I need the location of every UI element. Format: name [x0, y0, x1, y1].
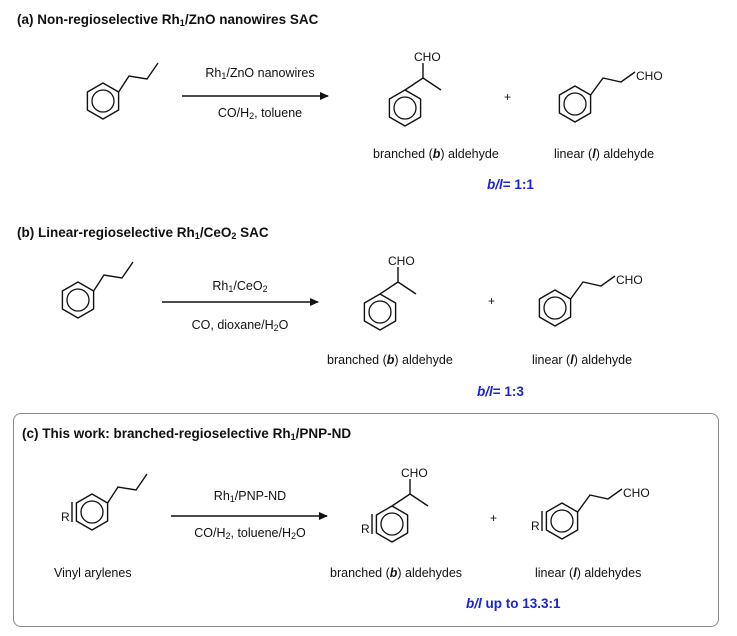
panel-a-branched-cho: CHO	[414, 50, 441, 64]
panel-a-title: (a) Non-regioselective Rh1/ZnO nanowires…	[17, 12, 319, 28]
panel-a-linear-cho: CHO	[636, 69, 663, 83]
panel-c-frame	[13, 413, 719, 627]
panel-b-title: (b) Linear-regioselective Rh1/CeO2 SAC	[17, 225, 269, 241]
panel-b-branched-cho: CHO	[388, 254, 415, 268]
panel-b-condition-bottom: CO, dioxane/H2O	[191, 318, 289, 333]
panel-b-plus: +	[488, 294, 495, 308]
panel-b-linear-aldehyde	[538, 275, 616, 327]
panel-a-condition-bottom: CO/H2, toluene	[217, 106, 303, 121]
panel-c-condition-bottom: CO/H2, toluene/H2O	[194, 526, 306, 541]
panel-c-linear-cho: CHO	[623, 486, 650, 500]
panel-b-styrene	[61, 261, 134, 319]
panel-c-linear-label: linear (l) aldehydes	[535, 566, 642, 580]
panel-b-linear-cho: CHO	[616, 273, 643, 287]
panel-b-condition-top: Rh1/CeO2	[212, 279, 268, 294]
panel-c-substrate-r-group: R	[61, 510, 70, 524]
panel-c-linear-r-group: R	[531, 519, 540, 533]
panel-c-condition-top: Rh1/PNP-ND	[213, 489, 287, 504]
panel-c-substrate-label: Vinyl arylenes	[54, 566, 132, 580]
panel-a-branched-label: branched (b) aldehyde	[373, 147, 499, 161]
panel-c-linear-aldehyde	[541, 488, 623, 540]
panel-a-linear-aldehyde	[558, 71, 636, 123]
panel-c-branched-r-group: R	[361, 522, 370, 536]
panel-c-plus: +	[490, 511, 497, 525]
panel-a-ratio: b/l= 1:1	[487, 177, 534, 192]
panel-c-branched-cho: CHO	[401, 466, 428, 480]
panel-a-plus: +	[504, 90, 511, 104]
panel-c-ratio: b/l up to 13.3:1	[466, 596, 561, 611]
panel-c-vinyl-arylene	[71, 473, 148, 531]
panel-a-condition-top: Rh1/ZnO nanowires	[205, 66, 315, 81]
panel-c-branched-aldehyde	[371, 479, 429, 543]
panel-b-ratio: b/l= 1:3	[477, 384, 524, 399]
panel-a-styrene	[86, 62, 159, 120]
panel-a-branched-aldehyde	[388, 63, 442, 127]
panel-c-branched-label: branched (b) aldehydes	[330, 566, 463, 580]
panel-b-branched-label: branched (b) aldehyde	[327, 353, 453, 367]
panel-c-title: (c) This work: branched-regioselective R…	[22, 426, 352, 442]
panel-b-branched-aldehyde	[363, 267, 417, 331]
panel-a-linear-label: linear (l) aldehyde	[554, 147, 655, 161]
panel-b-linear-label: linear (l) aldehyde	[532, 353, 633, 367]
